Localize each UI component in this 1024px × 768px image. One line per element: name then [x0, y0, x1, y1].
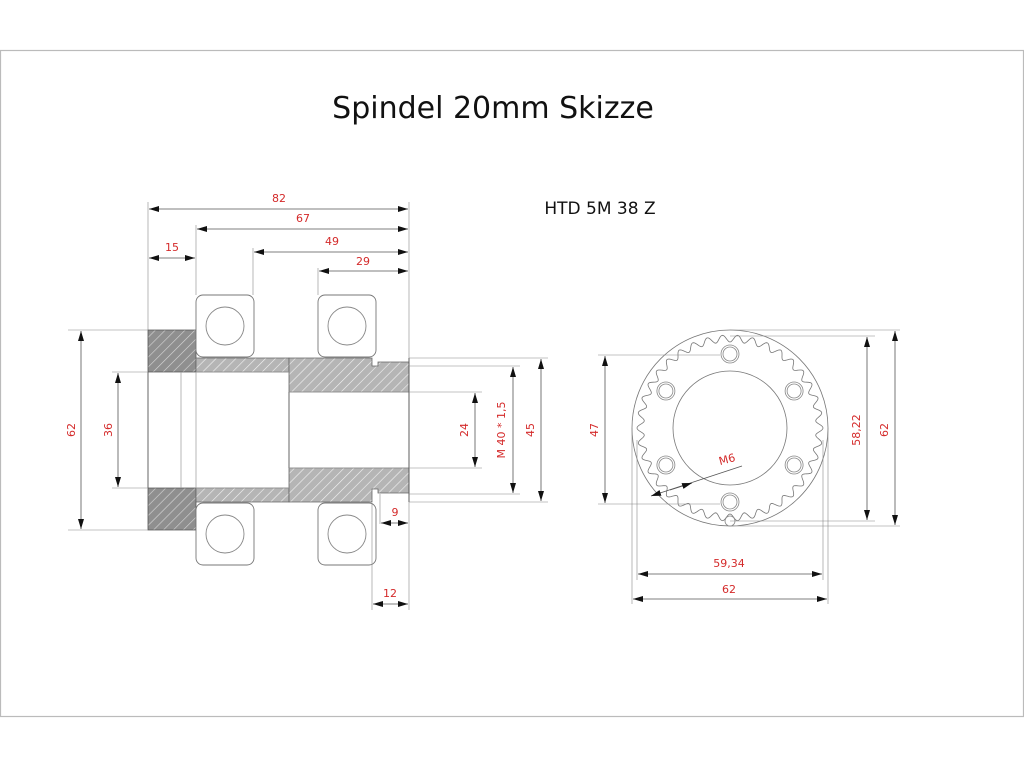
dim-47: 47 — [588, 423, 601, 437]
dim-m6: M6 — [717, 451, 736, 468]
bolt-holes — [656, 344, 804, 527]
dim-62-front-v: 62 — [878, 423, 891, 437]
dim-67: 67 — [296, 212, 310, 225]
bolt-hole — [784, 381, 804, 401]
shaft-section-upper — [195, 357, 290, 373]
m6-leader — [650, 465, 743, 497]
bolt-hole — [656, 381, 676, 401]
bolt-hole — [720, 492, 740, 512]
sheet-border — [0, 49, 1024, 718]
sleeve-section-upper — [288, 357, 410, 393]
bolt-hole-thread — [722, 494, 738, 510]
bolt-hole-thread — [722, 346, 738, 362]
bolt-hole-thread — [658, 457, 674, 473]
dim-thread-m40: M 40 * 1,5 — [495, 402, 508, 459]
bolt-hole — [720, 344, 740, 364]
dim-58-22: 58,22 — [850, 414, 863, 446]
bolt-hole-thread — [786, 383, 802, 399]
dim-12: 12 — [383, 587, 397, 600]
dim-62-front-h: 62 — [722, 583, 736, 596]
bearing-ball — [205, 306, 245, 346]
bearing-ball — [205, 514, 245, 554]
dim-36: 36 — [102, 423, 115, 437]
bolt-hole — [656, 455, 676, 475]
dim-49: 49 — [325, 235, 339, 248]
dim-9: 9 — [392, 506, 399, 519]
bearing-ball — [327, 306, 367, 346]
flange-upper — [147, 329, 197, 373]
flange-lower — [147, 487, 197, 531]
side-view: 82 67 49 29 15 — [65, 192, 548, 610]
gear-outer-circle — [631, 329, 829, 527]
gear-bore — [672, 370, 788, 486]
gear-teeth — [636, 334, 824, 522]
drawing-title: Spindel 20mm Skizze — [332, 91, 654, 126]
sleeve-section-lower — [288, 467, 410, 503]
bolt-hole — [784, 455, 804, 475]
dim-82: 82 — [272, 192, 286, 205]
shaft-section-lower — [195, 487, 290, 503]
dim-62-side: 62 — [65, 423, 78, 437]
dim-15: 15 — [165, 241, 179, 254]
dim-24: 24 — [458, 423, 471, 437]
bearing-ball — [327, 514, 367, 554]
dim-45: 45 — [524, 423, 537, 437]
belt-spec-label: HTD 5M 38 Z — [544, 199, 655, 219]
m6-leader-arrow — [669, 482, 693, 491]
bolt-hole-thread — [786, 457, 802, 473]
dim-59-34: 59,34 — [713, 557, 745, 570]
bolt-hole-thread — [658, 383, 674, 399]
front-view: 47 58,22 62 59,34 62 M6 — [588, 329, 900, 604]
dim-29: 29 — [356, 255, 370, 268]
